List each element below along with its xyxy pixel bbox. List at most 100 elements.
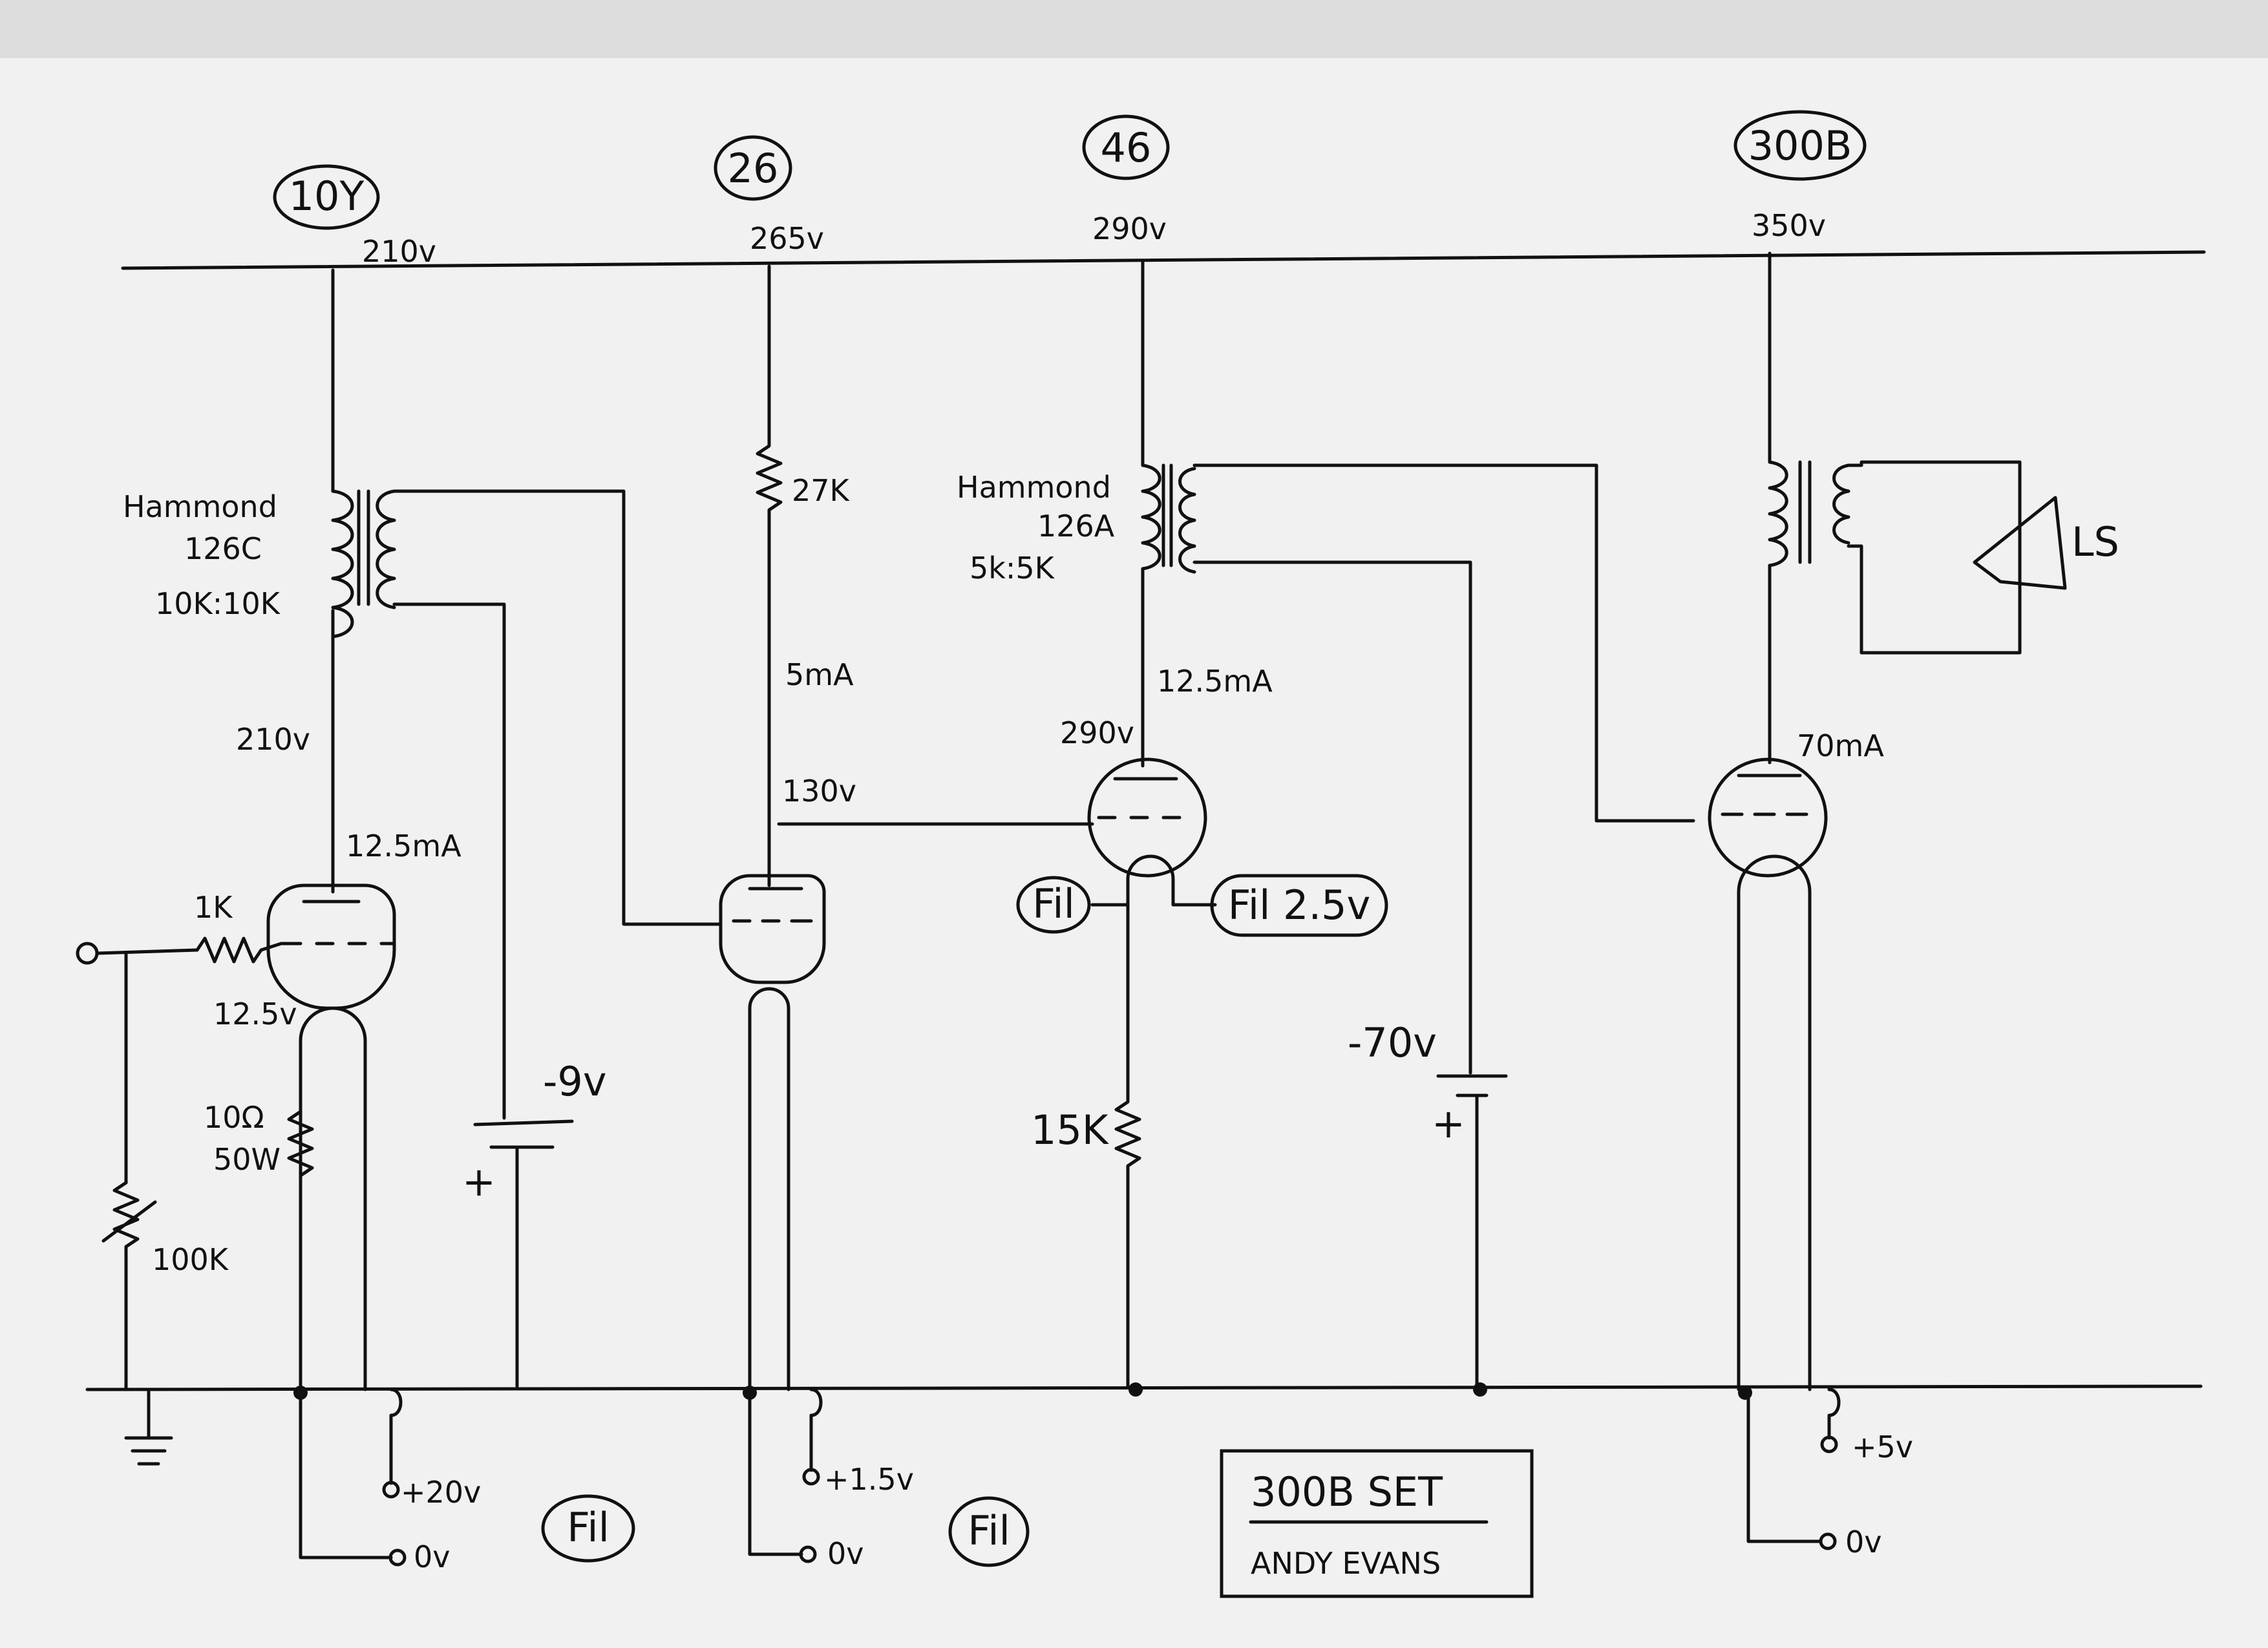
output-transformer-secondary (1832, 463, 1850, 545)
tube-id: 26 (728, 145, 779, 192)
filament (748, 987, 790, 1391)
title-block: 300B SET ANDY EVANS (1220, 1449, 1534, 1598)
wire (392, 489, 723, 926)
supply-voltage: 265v (750, 221, 824, 256)
fil-label-right: Fil 2.5v (1228, 882, 1371, 929)
terminal-0v[interactable] (1819, 1532, 1837, 1550)
cathode-15k (1114, 903, 1141, 1388)
tx-brand: Hammond (123, 489, 277, 524)
fil-circle (948, 1496, 1030, 1567)
plate-voltage: 210v (236, 722, 310, 757)
tube-id-circle (714, 135, 792, 201)
plate-voltage: 130v (782, 774, 856, 808)
author: ANDY EVANS (1251, 1546, 1441, 1581)
wire (1746, 1391, 1821, 1543)
filament-supply-label: +5v (1852, 1430, 1913, 1464)
tx-ratio: 5k:5K (970, 551, 1055, 586)
filament-supply-label: +20v (401, 1475, 481, 1510)
wire (299, 1391, 393, 1559)
fil-label-left: Fil (1032, 880, 1075, 927)
pot-arrow (101, 1200, 157, 1243)
paper (0, 58, 2268, 1648)
tube-envelope (266, 883, 396, 1010)
supply-voltage: 350v (1752, 208, 1826, 243)
wire (809, 1388, 823, 1472)
wire (389, 1388, 403, 1485)
tube-envelope (719, 874, 826, 984)
fil-label: Fil (968, 1507, 1010, 1554)
battery-2-label: -70v (1348, 1019, 1437, 1066)
stage-26: 26 265v 27K 5mA 130v 0v +1.5v Fil (714, 135, 1094, 1571)
grid-resistor-label: 1K (194, 890, 233, 925)
fil-circle-right (1210, 874, 1388, 937)
filament (299, 1006, 367, 1391)
plate-current: 12.5mA (346, 829, 461, 863)
terminal-plus1-5[interactable] (802, 1468, 820, 1486)
transformer-secondary (376, 489, 396, 609)
tube-envelope (1087, 757, 1207, 878)
fil-circle-left (1016, 876, 1091, 934)
tube-id: 300B (1748, 122, 1852, 169)
tx-ratio: 10K:10K (155, 586, 281, 621)
junction-dot (1473, 1382, 1487, 1397)
zero-volt-label: 0v (827, 1536, 864, 1571)
pot-label: 100K (152, 1242, 229, 1277)
plate-current: 12.5mA (1157, 664, 1273, 699)
junction-dot (1129, 1382, 1143, 1397)
tube-id-circle (1733, 110, 1867, 181)
plate-current: 70mA (1797, 728, 1884, 763)
terminal-plus20[interactable] (382, 1481, 400, 1499)
zero-volt-label: 0v (1845, 1525, 1882, 1559)
tube-id: 10Y (289, 173, 365, 220)
battery-2-plus: + (1432, 1100, 1465, 1147)
junction-dot (1738, 1386, 1752, 1400)
battery-1-plus: + (462, 1158, 496, 1205)
cathode-resistor-value: 10Ω (204, 1100, 264, 1135)
tx-model: 126A (1037, 509, 1115, 544)
tube-id: 46 (1101, 124, 1152, 171)
plate-resistor (756, 264, 783, 887)
tx-model: 126C (184, 531, 262, 566)
plate-current: 5mA (785, 657, 854, 692)
supply-voltage: 210v (362, 234, 436, 269)
b-plus-rail (121, 250, 2206, 270)
terminal-0v[interactable] (388, 1548, 407, 1567)
wire (1192, 560, 1472, 1075)
speaker-wire (1847, 460, 2022, 655)
fil-circle (541, 1494, 635, 1563)
title-box (1220, 1449, 1534, 1598)
grid-resistor (195, 936, 283, 964)
terminal-0v[interactable] (799, 1545, 817, 1563)
cathode-resistor (287, 1084, 314, 1391)
wire (95, 948, 199, 955)
title: 300B SET (1251, 1468, 1443, 1516)
plate-resistor-label: 27K (792, 473, 851, 508)
terminal-plus5[interactable] (1820, 1435, 1838, 1453)
ground-rail (85, 1384, 2203, 1391)
wire (748, 1391, 803, 1556)
bias-voltage: 12.5v (213, 997, 297, 1031)
cathode-15k-label: 15K (1031, 1106, 1109, 1154)
stage-10y: 10Y 210v Hammond 126C 10K:10K 210v 12.5m… (76, 164, 723, 1574)
fil-label: Fil (567, 1504, 609, 1551)
tube-envelope (1708, 757, 1828, 878)
zero-volt-label: 0v (414, 1539, 450, 1574)
speaker-label: LS (2072, 518, 2119, 565)
plate-voltage: 290v (1060, 715, 1134, 750)
stage-46: 46 290v Hammond 126A 5k:5K 12.5mA 290v F… (957, 114, 1695, 1397)
speaker (1973, 496, 2067, 590)
output-transformer-primary (1768, 460, 1788, 567)
wire (1192, 463, 1695, 823)
filament-supply-label: +1.5v (824, 1462, 914, 1497)
wire (392, 602, 506, 1120)
battery-plate (473, 1119, 574, 1126)
tx-brand: Hammond (957, 470, 1111, 505)
tube-id-circle (273, 164, 380, 230)
supply-voltage: 290v (1092, 211, 1167, 246)
transformer-primary (1141, 463, 1161, 571)
wire (1827, 1388, 1841, 1440)
tube-id-circle (1082, 114, 1170, 180)
filament (1737, 854, 1812, 1391)
cathode-resistor-power: 50W (213, 1142, 281, 1177)
